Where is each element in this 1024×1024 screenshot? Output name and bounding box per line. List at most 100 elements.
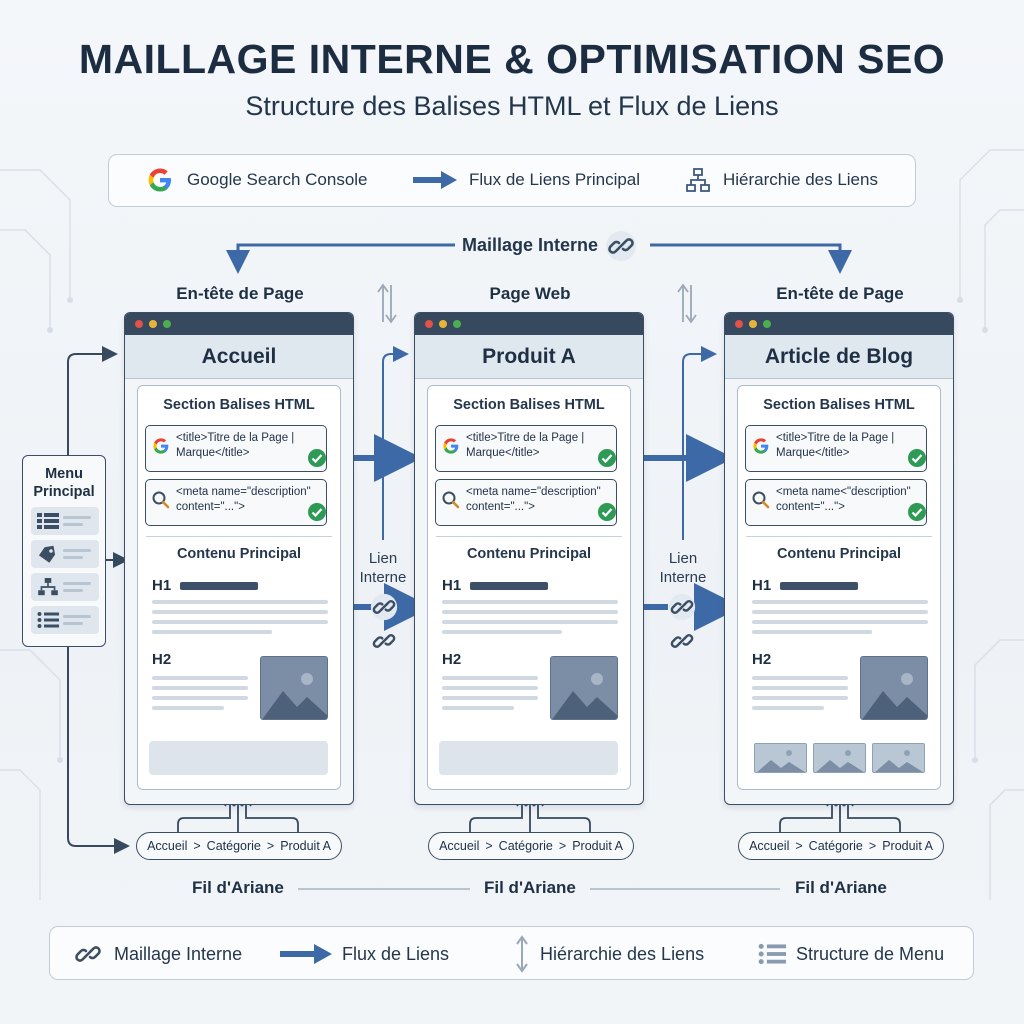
text-line [442, 610, 618, 614]
window-bar [725, 313, 953, 335]
image-placeholder [260, 656, 328, 720]
text-line [152, 620, 328, 624]
h1-bar [780, 582, 858, 590]
text-line [442, 686, 538, 690]
thumbnail [813, 743, 866, 773]
vertical-arrow-icon [516, 935, 528, 973]
menu-item-bullets[interactable] [31, 606, 99, 634]
window-dot-yellow [439, 320, 447, 328]
legend-hierarchie: Hiérarchie des Liens [685, 155, 878, 205]
page-header: Article de Blog [725, 335, 953, 379]
breadcrumb-item[interactable]: Catégorie [808, 839, 863, 853]
lien-interne-label-2: Lien Interne [659, 550, 707, 586]
content-title: Contenu Principal [176, 546, 302, 562]
text-line [752, 620, 928, 624]
meta-tag-text: <meta name="description" content="..."> [176, 486, 311, 513]
image-icon [862, 673, 927, 719]
breadcrumb-separator: > [266, 839, 275, 853]
legend-gsc: Google Search Console [145, 155, 368, 205]
breadcrumb-item[interactable]: Catégorie [206, 839, 261, 853]
h1-bar [470, 582, 548, 590]
check-icon [598, 449, 616, 467]
h1-label: H1 [752, 577, 772, 594]
image-placeholder [550, 656, 618, 720]
breadcrumb-3: Accueil > Catégorie > Produit A [738, 832, 944, 860]
text-line [442, 630, 562, 634]
diagram-subtitle: Structure des Balises HTML et Flux de Li… [245, 91, 779, 121]
legend-flux-bottom: Flux de Liens [280, 927, 449, 981]
fil-ariane-label-3: Fil d'Ariane [795, 878, 887, 897]
legend-hierarchie-bottom-label: Hiérarchie des Liens [540, 943, 705, 964]
lien-interne-label-1: Lien Interne [359, 550, 407, 586]
link-icon [372, 634, 396, 648]
text-line [752, 610, 928, 614]
window-dot-yellow [149, 320, 157, 328]
menu-title: Menu Principal [33, 466, 95, 500]
text-line [442, 600, 618, 604]
breadcrumb-1: Accueil > Catégorie > Produit A [136, 832, 342, 860]
window-dot-green [453, 320, 461, 328]
arrow-right-icon [413, 171, 457, 189]
maillage-label: Maillage Interne [462, 235, 598, 256]
content-title: Contenu Principal [776, 546, 902, 562]
window-dot-red [135, 320, 143, 328]
text-line [752, 696, 848, 700]
bullet-list-icon [758, 943, 786, 965]
text-line [152, 706, 224, 710]
meta-tag-text: <meta name="description" content="..."> [466, 486, 601, 513]
link-icon [370, 593, 398, 621]
legend-flux-label: Flux de Liens Principal [469, 170, 641, 189]
image-icon [552, 673, 617, 719]
google-icon [443, 438, 459, 454]
check-icon [908, 503, 926, 521]
breadcrumb-2: Accueil > Catégorie > Produit A [428, 832, 634, 860]
h1-label: H1 [442, 577, 462, 594]
link-icon [606, 231, 636, 261]
h2-label: H2 [152, 651, 172, 668]
google-icon [148, 168, 171, 192]
meta-tag-box: <meta name="description" content="..."> [435, 479, 617, 526]
text-line [152, 610, 328, 614]
window-dot-yellow [749, 320, 757, 328]
h2-label: H2 [752, 651, 772, 668]
legend-bottom: Maillage Interne Flux de Liens Hiérarchi… [49, 926, 974, 980]
breadcrumb-item[interactable]: Produit A [280, 839, 331, 853]
thumbnail [754, 743, 807, 773]
window-dot-green [763, 320, 771, 328]
text-line [752, 600, 928, 604]
breadcrumb-item[interactable]: Accueil [147, 839, 188, 853]
arrow-right-icon [280, 944, 332, 964]
divider [436, 536, 622, 537]
divider [146, 536, 332, 537]
check-icon [308, 449, 326, 467]
menu-item-tag[interactable] [31, 540, 99, 568]
diagram-title: MAILLAGE INTERNE & OPTIMISATION SEO [78, 36, 946, 82]
page-header: Produit A [415, 335, 643, 379]
breadcrumb-item[interactable]: Catégorie [498, 839, 553, 853]
meta-tag-text: <meta name<"description" content="..."> [776, 486, 911, 513]
page-header: Accueil [125, 335, 353, 379]
text-line [152, 686, 248, 690]
link-icon [670, 634, 694, 648]
text-line [152, 696, 248, 700]
breadcrumb-item[interactable]: Accueil [749, 839, 790, 853]
page-card-article: Article de Blog Section Balises HTML <ti… [724, 312, 954, 805]
text-line [442, 676, 538, 680]
page-2-top-label: Page Web [489, 284, 571, 303]
title-tag-text: <title>Titre de la Page | Marque</title> [176, 432, 295, 459]
text-line [752, 630, 872, 634]
check-icon [308, 503, 326, 521]
page-body: Section Balises HTML <title>Titre de la … [137, 385, 341, 790]
title-tag-box: <title>Titre de la Page | Marque</title> [435, 425, 617, 472]
image-placeholder [860, 656, 928, 720]
window-bar [415, 313, 643, 335]
fil-ariane-label-1: Fil d'Ariane [192, 878, 284, 897]
menu-item-hierarchy[interactable] [31, 573, 99, 601]
breadcrumb-item[interactable]: Produit A [572, 839, 623, 853]
h1-label: H1 [152, 577, 172, 594]
bullet-list-icon [37, 612, 59, 628]
breadcrumb-item[interactable]: Produit A [882, 839, 933, 853]
breadcrumb-item[interactable]: Accueil [439, 839, 480, 853]
menu-item-list[interactable] [31, 507, 99, 535]
breadcrumb-separator: > [868, 839, 877, 853]
